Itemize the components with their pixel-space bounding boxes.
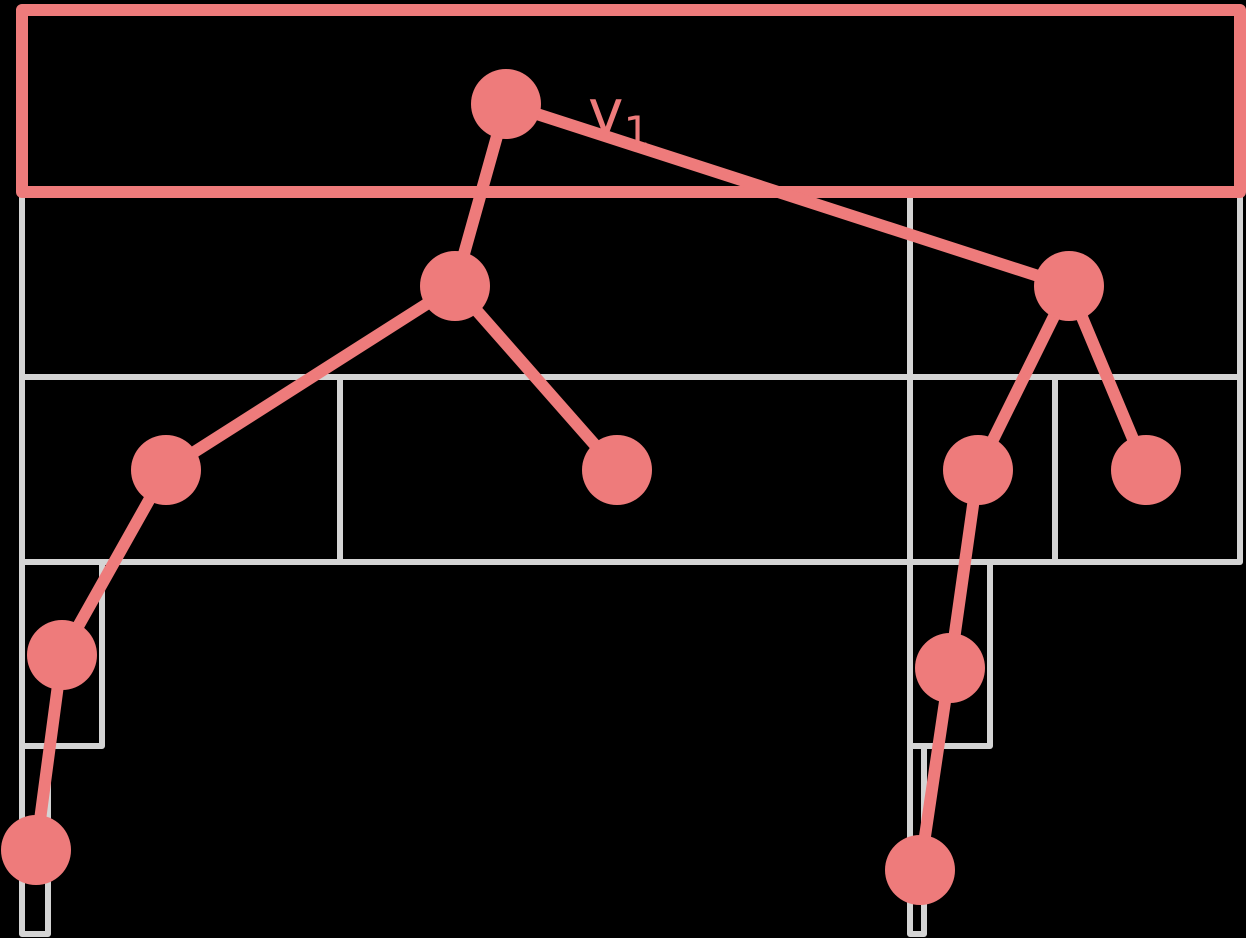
node-left-outer bbox=[131, 435, 201, 505]
cell-level2-d bbox=[1052, 374, 1243, 565]
node-right-chain-leaf bbox=[885, 835, 955, 905]
node-left-chain-leaf bbox=[1, 815, 71, 885]
edge-root-to-right-child bbox=[500, 98, 1075, 292]
node-right-inner bbox=[943, 435, 1013, 505]
node-right-child bbox=[1034, 251, 1104, 321]
edge-left-chain-1 bbox=[56, 464, 172, 661]
node-right-chain-mid bbox=[915, 633, 985, 703]
root-cell bbox=[16, 4, 1246, 198]
node-left-chain-mid bbox=[27, 620, 97, 690]
edge-left-child-to-outer bbox=[160, 280, 461, 476]
cell-level3-left bbox=[19, 559, 105, 749]
node-root bbox=[471, 69, 541, 139]
edge-left-child-to-inner bbox=[449, 280, 623, 476]
node-left-child bbox=[420, 251, 490, 321]
tree-nodes bbox=[1, 69, 1181, 905]
root-node-label-main: v bbox=[588, 77, 624, 147]
root-node-label: v1 bbox=[588, 77, 650, 156]
cell-level3-right bbox=[907, 559, 993, 749]
node-right-outer bbox=[1111, 435, 1181, 505]
node-left-inner bbox=[582, 435, 652, 505]
root-node-label-subscript: 1 bbox=[624, 107, 651, 156]
